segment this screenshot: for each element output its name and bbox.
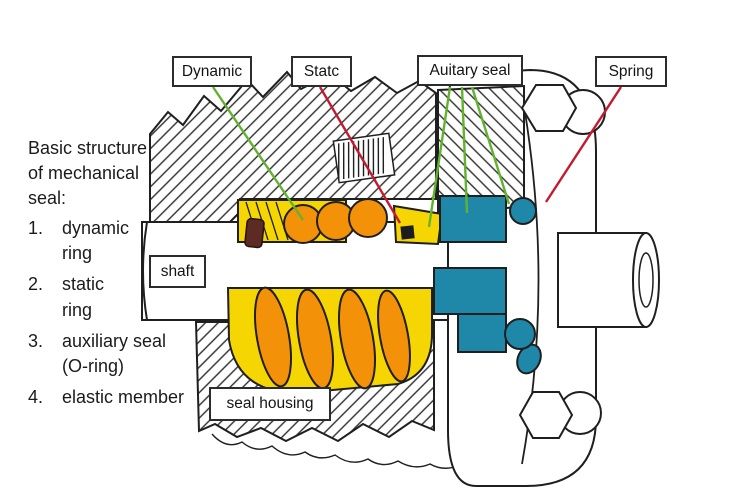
top-housing-hatch [149, 70, 437, 223]
legend: 1. dynamic ring 2. static ring 3. auxili… [28, 216, 243, 416]
legend-item: 2. static ring [28, 272, 243, 322]
auxiliary-leader-line-2 [460, 86, 469, 214]
auxiliary-leader-line-1 [427, 86, 452, 228]
callout-static: Statc [291, 56, 352, 87]
spring-coils-top [283, 198, 388, 244]
legend-number: 2. [28, 274, 44, 295]
static-leader-line [318, 86, 402, 224]
auxiliary-seal-top [439, 195, 537, 243]
dynamic-leader-line [212, 86, 304, 221]
callout-seal-housing: seal housing [209, 387, 331, 421]
intro-text: Basic structure of mechanical seal: [28, 138, 148, 208]
legend-text: static ring [62, 274, 105, 320]
legend-number: 4. [28, 387, 44, 408]
shaft-end [557, 232, 660, 328]
auxiliary-leader-line-3 [470, 86, 511, 205]
bolt-top [520, 84, 606, 135]
drive-pin [244, 217, 265, 249]
legend-text: dynamic ring [62, 218, 130, 264]
spring-coils-bottom [254, 286, 411, 390]
callout-spring: Spring [595, 56, 667, 87]
legend-text: elastic member [62, 387, 185, 408]
callout-shaft: shaft [149, 255, 206, 288]
legend-item: 1. dynamic ring [28, 216, 243, 266]
elastic-member-coil [332, 132, 396, 184]
legend-item: 3. auxiliary seal (O-ring) [28, 329, 243, 379]
static-ring-top [392, 204, 444, 246]
legend-number: 1. [28, 218, 44, 238]
callout-dynamic: Dynamic [172, 56, 252, 87]
spring-leader-line [544, 86, 623, 203]
static-ring-and-oring-bottom [433, 267, 542, 375]
legend-text: auxiliary seal (O-ring) [62, 330, 167, 376]
legend-number: 3. [28, 330, 44, 351]
bolt-bottom [518, 391, 602, 439]
legend-item: 4. elastic member [28, 385, 243, 410]
callout-auxiliary-seal: Auitary seal [417, 55, 523, 86]
leader-lines [212, 86, 623, 228]
